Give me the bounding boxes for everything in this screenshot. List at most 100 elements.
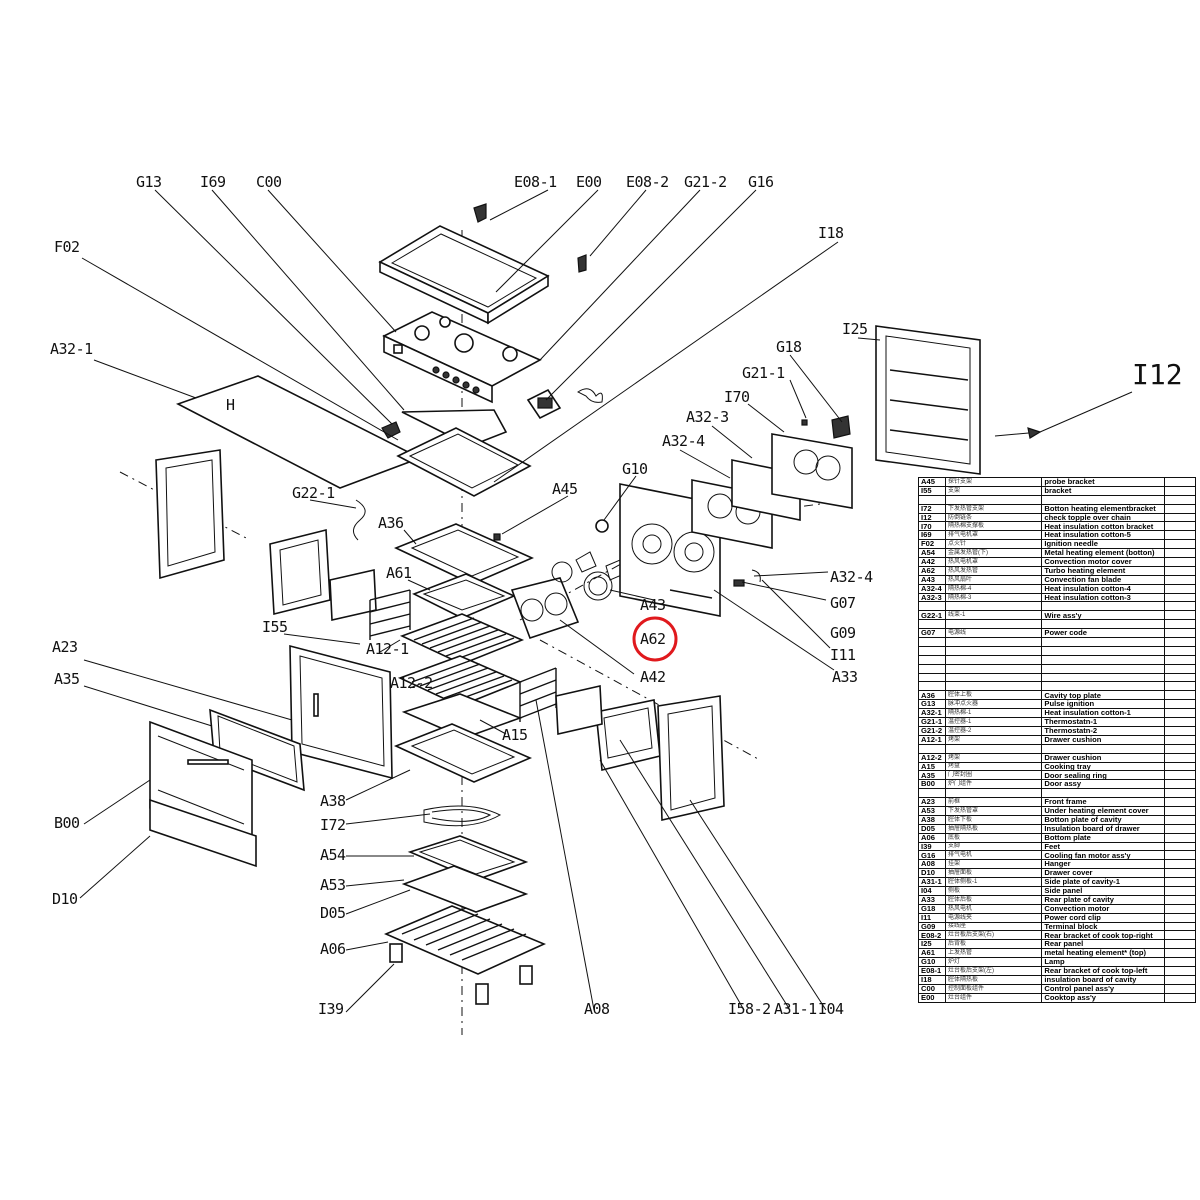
legend-code: I55 — [918, 485, 946, 496]
legend-en: Botton heating elementbracket — [1041, 503, 1166, 514]
legend-blank — [1164, 485, 1196, 496]
legend-code: A54 — [918, 548, 946, 559]
legend-en: Ignition needle — [1041, 539, 1166, 550]
legend-code: B00 — [918, 779, 946, 790]
label-A08: A08 — [584, 1000, 610, 1018]
legend-en — [1041, 743, 1166, 754]
legend-cn: 接线座 — [944, 921, 1043, 932]
legend-en: Front frame — [1041, 797, 1166, 807]
legend-en: Insulation board of drawer — [1041, 823, 1166, 834]
legend-cn: 线束-1 — [944, 610, 1043, 621]
left-hanger — [369, 589, 411, 640]
legend-en: Feet — [1041, 841, 1166, 852]
legend-cn — [944, 637, 1043, 647]
legend-row — [918, 663, 1196, 674]
legend-blank — [1164, 610, 1196, 621]
label-A32-3: A32-3 — [686, 408, 729, 426]
label-I12: I12 — [1132, 358, 1183, 391]
legend-code: G18 — [918, 903, 946, 914]
legend-blank — [1164, 521, 1196, 532]
legend-blank — [1164, 530, 1196, 541]
label-A43: A43 — [640, 596, 666, 614]
label-A38: A38 — [320, 792, 346, 810]
legend-code: E00 — [918, 992, 946, 1003]
legend-code: A32-1 — [918, 708, 946, 719]
legend-cn: 隔热棉-1 — [944, 708, 1043, 719]
legend-code: A31-1 — [918, 877, 946, 887]
legend-code: A43 — [918, 574, 946, 585]
legend-en — [1041, 788, 1166, 799]
label-A15: A15 — [502, 726, 528, 744]
legend-code: G09 — [918, 921, 946, 932]
convection-motor — [831, 415, 851, 439]
legend-code: G22-1 — [918, 610, 946, 621]
right-side-plate — [595, 699, 661, 771]
legend-code: A33 — [918, 894, 946, 905]
legend-en: Drawer cover — [1041, 868, 1166, 879]
legend-blank — [1164, 903, 1196, 914]
legend-row — [918, 672, 1196, 683]
legend-cn: 上发热管 — [944, 948, 1043, 959]
label-E00: E00 — [576, 173, 602, 191]
legend-blank — [1164, 930, 1196, 941]
legend-blank — [1164, 708, 1196, 719]
cooling-fan-motor — [526, 388, 562, 420]
legend-code: A32-3 — [918, 592, 946, 603]
label-E08-1: E08-1 — [514, 173, 557, 191]
legend-row — [918, 654, 1196, 665]
legend-code: A36 — [918, 690, 946, 701]
legend-cn: 脉冲点火器 — [944, 699, 1043, 710]
legend-en: Side plate of cavity-1 — [1041, 877, 1166, 887]
legend-en: Turbo heating element — [1041, 565, 1166, 576]
legend-cn: 灶台板后支架(左) — [944, 965, 1043, 976]
label-A61: A61 — [386, 564, 412, 582]
legend-cn — [944, 681, 1043, 692]
legend-code: A61 — [918, 948, 946, 959]
legend-code: G16 — [918, 850, 946, 861]
legend-code: D10 — [918, 868, 946, 879]
legend-en: Door sealing ring — [1041, 770, 1166, 781]
cooktop-bracket-right — [577, 254, 587, 273]
top-heating-element — [412, 573, 516, 619]
legend-cn: 腔体侧板-1 — [944, 877, 1043, 887]
legend-blank — [1164, 832, 1196, 843]
terminal-block — [733, 579, 745, 587]
legend-blank — [1164, 841, 1196, 852]
legend-code — [918, 788, 946, 799]
label-I04: I04 — [818, 1000, 844, 1018]
legend-en: Botton plate of cavity — [1041, 814, 1166, 825]
legend-blank — [1164, 539, 1196, 550]
legend-en: Convection motor — [1041, 903, 1166, 914]
label-C00: C00 — [256, 173, 282, 191]
feet — [389, 943, 533, 1005]
legend-code: G21-1 — [918, 717, 946, 727]
legend-blank — [1164, 619, 1196, 630]
legend-en: Convection fan blade — [1041, 574, 1166, 585]
legend-code: I11 — [918, 912, 946, 923]
legend-en: check topple over chain — [1041, 512, 1166, 523]
label-B00: B00 — [54, 814, 80, 832]
legend-blank — [1164, 939, 1196, 950]
label-A53: A53 — [320, 876, 346, 894]
legend-blank — [1164, 601, 1196, 612]
legend-cn: 电源线夹 — [944, 912, 1043, 923]
legend-blank — [1164, 663, 1196, 674]
legend-code: I72 — [918, 503, 946, 514]
label-A32-4b: A32-4 — [830, 568, 873, 586]
legend-blank — [1164, 921, 1196, 932]
legend-code: F02 — [918, 539, 946, 550]
